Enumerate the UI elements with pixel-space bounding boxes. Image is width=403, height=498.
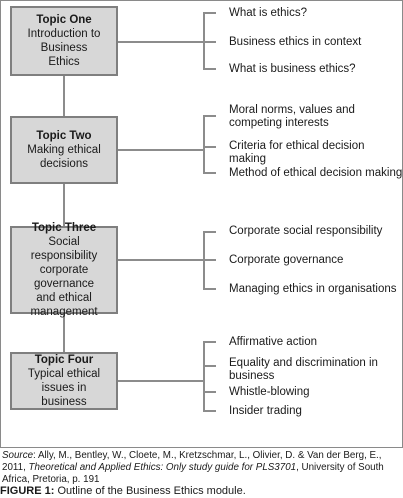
topic-item: What is business ethics? [229,63,356,75]
topic-title: Topic Three [31,222,97,234]
topic-box-four: Topic Four Typical ethical issues in bus… [10,352,118,410]
topic-item: Moral norms, values and competing intere… [229,104,355,129]
topic-item: Managing ethics in organisations [229,283,397,295]
bracket-topic-4 [203,341,216,412]
topic-title: Topic Two [36,130,92,142]
topic-item: Insider trading [229,405,302,417]
topic-box-three: Topic Three Social responsibility corpor… [10,222,118,318]
topic-item: Corporate social responsibility [229,225,383,237]
topic-item: Affirmative action [229,336,317,348]
topic-item: Method of ethical decision making [229,167,403,179]
topic-subtitle: Typical ethical issues in business [27,368,101,408]
source-rest: , University of South Africa, Pretoria, … [2,462,384,485]
source-label: Source [2,450,34,461]
bracket-topic-2 [203,115,216,174]
topic-item: Equality and discrimination in business [229,357,378,382]
topic-item: Whistle-blowing [229,386,310,398]
topic-box-one: Topic One Introduction to Business Ethic… [10,6,118,76]
figure-caption-text: Outline of the Business Ethics module. [54,485,246,497]
figure-label: FIGURE 1: [0,485,55,497]
topic-item: Business ethics in context [229,36,362,48]
topic-title: Topic One [36,14,92,26]
topic-subtitle: Introduction to Business Ethics [27,28,101,68]
figure-caption: FIGURE 1: Outline of the Business Ethics… [0,485,246,498]
source-note: Source: Ally, M., Bentley, W., Cloete, M… [2,450,400,486]
topic-box-two: Topic Two Making ethical decisions [10,116,118,184]
topic-item: Corporate governance [229,254,344,266]
topic-item: What is ethics? [229,7,307,19]
topic-title: Topic Four [34,354,94,366]
connector-lines [63,12,216,412]
topic-subtitle: Making ethical decisions [27,144,101,170]
topic-subtitle: Social responsibility corporate governan… [30,236,98,318]
topic-item: Criteria for ethical decision making [229,140,365,165]
source-authors: : Ally, M., Bentley, W., Cloete, M., Kre… [2,450,382,473]
source-title: Theoretical and Applied Ethics: Only stu… [28,462,297,473]
